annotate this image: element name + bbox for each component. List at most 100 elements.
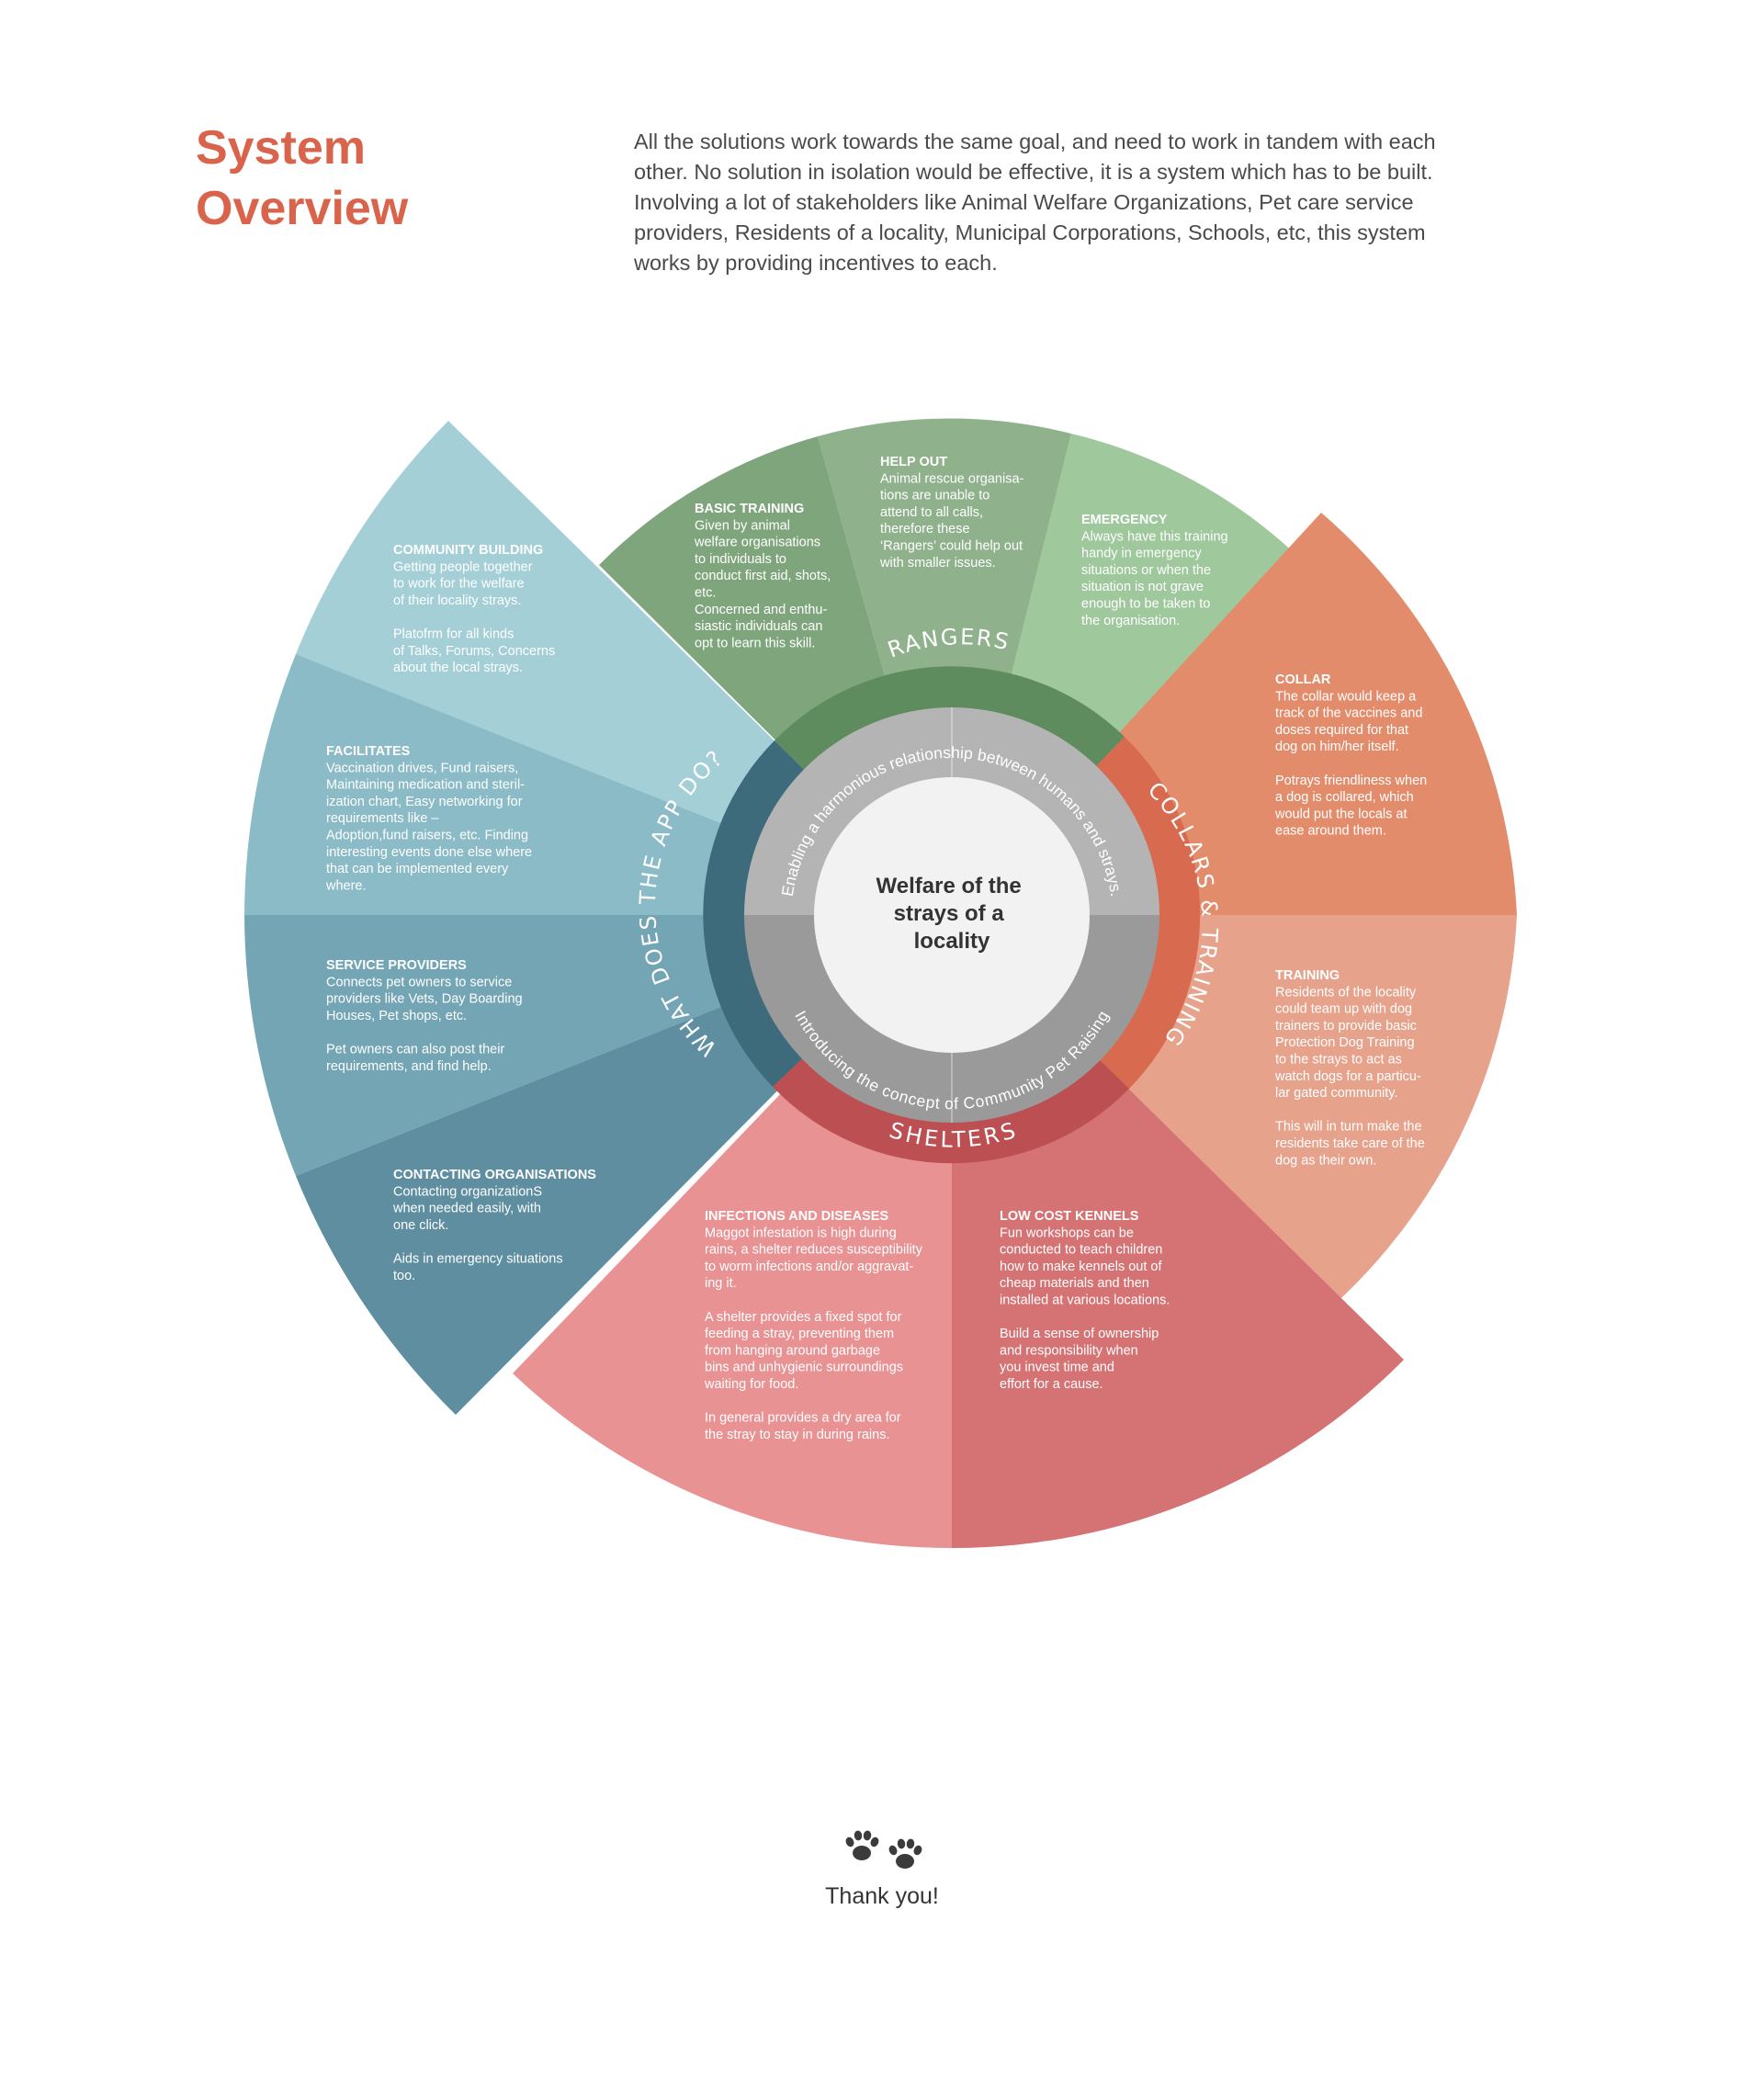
block-line: Residents of the locality — [1275, 985, 1417, 1000]
block-line: from hanging around garbage — [705, 1343, 880, 1358]
block-line: conducted to teach children — [1000, 1243, 1162, 1258]
intro-paragraph: All the solutions work towards the same … — [634, 127, 1516, 278]
block-facilitates: FACILITATES Vaccination drives, Fund rais… — [325, 744, 532, 893]
block-line: dog on him/her itself. — [1275, 740, 1399, 754]
block-infections-and-diseases: INFECTIONS AND DISEASES Maggot infestatio… — [704, 1209, 923, 1442]
block-line: of their locality strays. — [393, 593, 521, 608]
block-heading: LOW COST KENNELS — [1000, 1209, 1139, 1224]
block-heading: FACILITATES — [326, 744, 411, 759]
block-emergency: EMERGENCY Always have this training handy … — [1081, 513, 1228, 628]
center-line: strays of a — [894, 901, 1005, 926]
block-line: dog as their own. — [1275, 1153, 1376, 1168]
block-line: you invest time and — [1000, 1361, 1114, 1375]
block-line: cheap materials and then — [1000, 1276, 1149, 1291]
block-line: installed at various locations. — [1000, 1294, 1170, 1308]
block-line: ‘Rangers’ could help out — [880, 539, 1023, 554]
center-line: locality — [914, 929, 990, 954]
center-circle — [814, 777, 1090, 1053]
intro-line: works by providing incentives to each. — [634, 251, 998, 275]
block-line: requirements like – — [326, 811, 439, 826]
block-line: conduct first aid, shots, — [695, 569, 831, 583]
block-line: the organisation. — [1081, 614, 1180, 628]
block-line: interesting events done else where — [326, 845, 532, 860]
intro-line: All the solutions work towards the same … — [634, 130, 1436, 153]
intro-line: providers, Residents of a locality, Muni… — [634, 220, 1426, 244]
title-line-1: System — [196, 121, 366, 175]
block-line: ization chart, Easy networking for — [326, 795, 523, 809]
block-line: when needed easily, with — [392, 1202, 541, 1216]
block-line: bins and unhygienic surroundings — [705, 1361, 903, 1375]
block-line: one click. — [393, 1218, 448, 1233]
block-line: Pet owners can also post their — [326, 1043, 504, 1057]
block-line: would put the locals at — [1274, 807, 1407, 821]
block-line: Always have this training — [1081, 529, 1228, 544]
thank-you-text: Thank you! — [825, 1883, 939, 1909]
block-line: rains, a shelter reduces susceptibility — [705, 1243, 923, 1258]
block-heading: INFECTIONS AND DISEASES — [705, 1209, 888, 1224]
block-line: This will in turn make the — [1275, 1120, 1422, 1135]
block-line: etc. — [695, 586, 716, 601]
block-line: of Talks, Forums, Concerns — [393, 644, 555, 659]
block-line: feeding a stray, preventing them — [705, 1327, 894, 1341]
block-line: situations or when the — [1081, 563, 1211, 578]
title-line-2: Overview — [196, 182, 409, 235]
block-line: that can be implemented every — [326, 862, 509, 876]
block-line: Build a sense of ownership — [1000, 1327, 1159, 1341]
block-line: Adoption,fund raisers, etc. Finding — [326, 829, 528, 843]
block-line: waiting for food. — [704, 1377, 798, 1392]
block-heading: SERVICE PROVIDERS — [326, 958, 467, 973]
block-line: how to make kennels out of — [1000, 1260, 1162, 1274]
block-line: Maggot infestation is high during — [705, 1226, 897, 1240]
intro-line: Involving a lot of stakeholders like Ani… — [634, 190, 1414, 214]
block-line: to worm infections and/or aggravat- — [705, 1260, 913, 1274]
block-basic-training: BASIC TRAINING Given by animal welfare org… — [694, 502, 831, 650]
block-line: Aids in emergency situations — [393, 1252, 563, 1267]
intro-line: other. No solution in isolation would be… — [634, 160, 1433, 184]
block-line: requirements, and find help. — [326, 1059, 492, 1074]
block-line: and responsibility when — [1000, 1343, 1138, 1358]
block-heading: CONTACTING ORGANISATIONS — [393, 1168, 596, 1182]
block-line: therefore these — [880, 522, 970, 537]
block-line: Contacting organizationS — [393, 1184, 542, 1199]
block-contacting-organisations: CONTACTING ORGANISATIONS Contacting organ… — [392, 1168, 596, 1283]
block-line: Getting people together — [393, 559, 533, 574]
block-line: ing it. — [705, 1276, 737, 1291]
block-line: Potrays friendliness when — [1275, 774, 1427, 788]
block-line: Houses, Pet shops, etc. — [326, 1009, 467, 1023]
block-line: could team up with dog — [1275, 1002, 1412, 1017]
block-line: to work for the welfare — [393, 577, 525, 592]
block-line: Connects pet owners to service — [326, 975, 512, 989]
block-line: trainers to provide basic — [1275, 1019, 1417, 1034]
paw-prints-icon — [845, 1830, 922, 1869]
block-heading: COLLAR — [1275, 672, 1331, 687]
block-line: A shelter provides a fixed spot for — [705, 1310, 902, 1325]
block-heading: TRAINING — [1275, 968, 1340, 983]
block-line: Platofrm for all kinds — [393, 627, 514, 642]
block-line: In general provides a dry area for — [705, 1411, 901, 1426]
block-line: where. — [325, 878, 367, 893]
block-line: residents take care of the — [1275, 1136, 1425, 1151]
block-line: ease around them. — [1275, 824, 1386, 839]
block-line: Vaccination drives, Fund raisers, — [326, 761, 518, 775]
block-line: Fun workshops can be — [1000, 1226, 1134, 1240]
page-title: System Overview — [196, 118, 408, 239]
block-line: Given by animal — [695, 518, 790, 533]
block-line: siastic individuals can — [695, 619, 822, 634]
block-line: handy in emergency — [1081, 547, 1202, 561]
block-line: Animal rescue organisa- — [880, 471, 1024, 486]
center-title: Welfare of the strays of a locality — [876, 874, 1028, 954]
block-line: to individuals to — [695, 552, 786, 567]
block-line: welfare organisations — [694, 536, 820, 550]
block-line: opt to learn this skill. — [695, 636, 815, 650]
block-line: lar gated community. — [1275, 1086, 1398, 1101]
block-heading: HELP OUT — [880, 455, 947, 469]
block-line: providers like Vets, Day Boarding — [326, 992, 523, 1007]
block-line: the stray to stay in during rains. — [705, 1428, 890, 1442]
block-heading: BASIC TRAINING — [695, 502, 804, 516]
block-heading: EMERGENCY — [1081, 513, 1168, 527]
block-low-cost-kennels: LOW COST KENNELS Fun workshops can be cond… — [1000, 1209, 1170, 1392]
center-line: Welfare of the — [876, 874, 1022, 898]
